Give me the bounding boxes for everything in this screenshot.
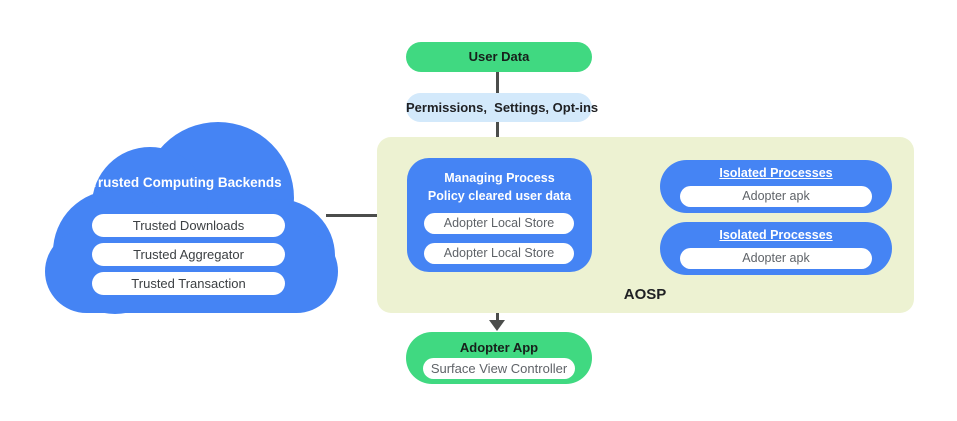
isolated-processes-box-1: Isolated Processes Adopter apk bbox=[660, 160, 892, 213]
permissions-settings-optins-pill: Permissions, Settings, Opt-ins bbox=[406, 93, 598, 122]
arrow-down-icon bbox=[489, 320, 505, 331]
adopter-apk-pill-2: Adopter apk bbox=[680, 248, 872, 269]
isolated-processes-title-1: Isolated Processes bbox=[719, 166, 833, 180]
adopter-local-store-pill-2: Adopter Local Store bbox=[424, 243, 574, 264]
trusted-aggregator-pill: Trusted Aggregator bbox=[92, 243, 285, 266]
connector-userdata-permissions bbox=[496, 72, 499, 94]
managing-process-title: Managing Process Policy cleared user dat… bbox=[407, 170, 592, 205]
trusted-downloads-pill: Trusted Downloads bbox=[92, 214, 285, 237]
cloud-title: Trusted Computing Backends bbox=[90, 175, 282, 190]
managing-title-line1: Managing Process bbox=[444, 171, 555, 185]
isolated-processes-title-2: Isolated Processes bbox=[719, 228, 833, 242]
trusted-transaction-pill: Trusted Transaction bbox=[92, 272, 285, 295]
user-data-pill: User Data bbox=[406, 42, 592, 72]
adopter-apk-pill-1: Adopter apk bbox=[680, 186, 872, 207]
isolated-processes-box-2: Isolated Processes Adopter apk bbox=[660, 222, 892, 275]
aosp-panel: AOSP Managing Process Policy cleared use… bbox=[377, 137, 914, 313]
trusted-computing-backends-cloud: Trusted Computing Backends Trusted Downl… bbox=[42, 118, 340, 314]
managing-process-box: Managing Process Policy cleared user dat… bbox=[407, 158, 592, 272]
adopter-app-box: Adopter App Surface View Controller bbox=[406, 332, 592, 384]
adopter-app-title: Adopter App bbox=[459, 340, 539, 355]
connector-cloud-managing bbox=[326, 214, 408, 217]
adopter-local-store-pill-1: Adopter Local Store bbox=[424, 213, 574, 234]
surface-view-controller-pill: Surface View Controller bbox=[423, 358, 575, 379]
aosp-label: AOSP bbox=[623, 286, 667, 303]
managing-title-line2: Policy cleared user data bbox=[427, 188, 572, 203]
